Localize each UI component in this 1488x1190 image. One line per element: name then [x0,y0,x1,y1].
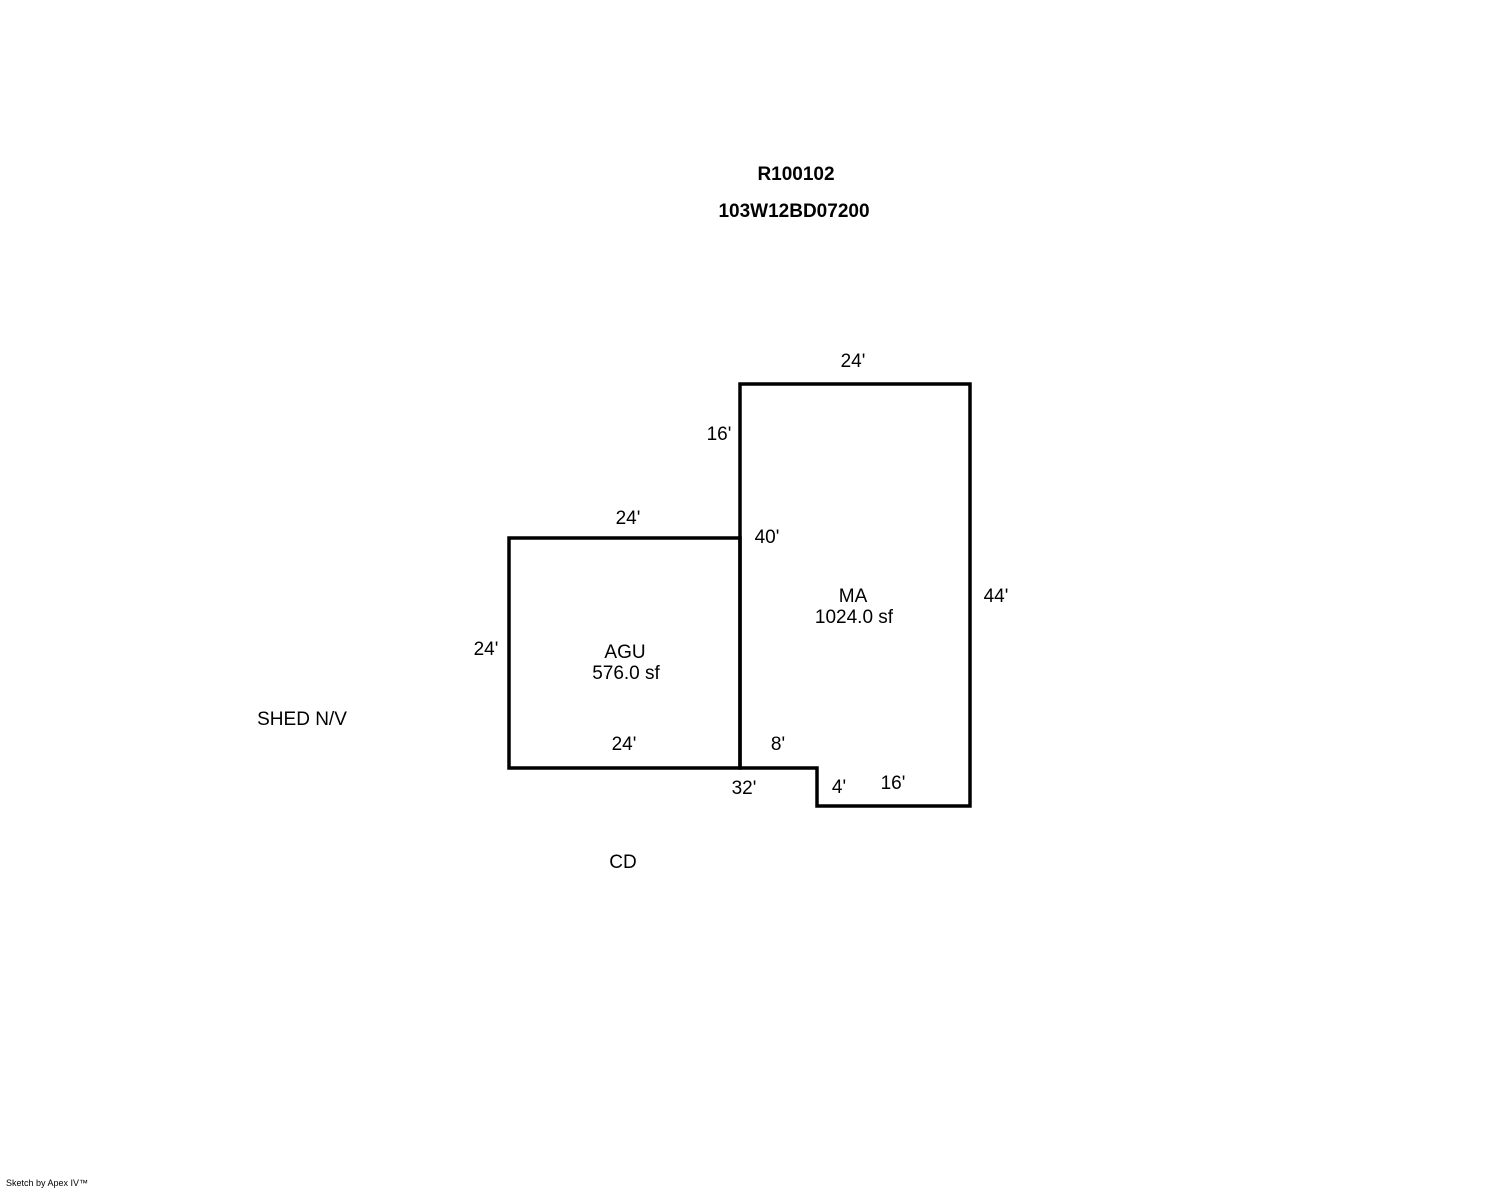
account-number: R100102 [757,164,834,185]
dimension-base-combined: 32' [732,778,757,799]
agu-area-size: 576.0 sf [592,663,660,684]
dimension-agu-bottom: 24' [612,734,637,755]
dimension-agu-left: 24' [474,639,499,660]
agu-area-code: AGU [604,642,645,663]
dimension-ma-bottom-right: 16' [881,773,906,794]
dimension-ma-bottom-left: 8' [771,734,785,755]
ma-area-size: 1024.0 sf [815,607,894,628]
sketch-credit: Sketch by Apex IV™ [6,1178,88,1188]
dimension-ma-left-upper: 16' [707,424,732,445]
ma-area-code: MA [839,586,868,607]
dimension-agu-top: 24' [616,508,641,529]
dimension-ma-left-total: 40' [755,527,780,548]
note-shed: SHED N/V [257,709,347,730]
agu-area-outline [507,536,742,770]
dimension-ma-top: 24' [841,351,866,372]
note-cd: CD [609,852,636,873]
dimension-ma-notch: 4' [832,777,846,798]
dimension-ma-right: 44' [984,586,1009,607]
map-tax-lot-number: 103W12BD07200 [718,201,869,222]
